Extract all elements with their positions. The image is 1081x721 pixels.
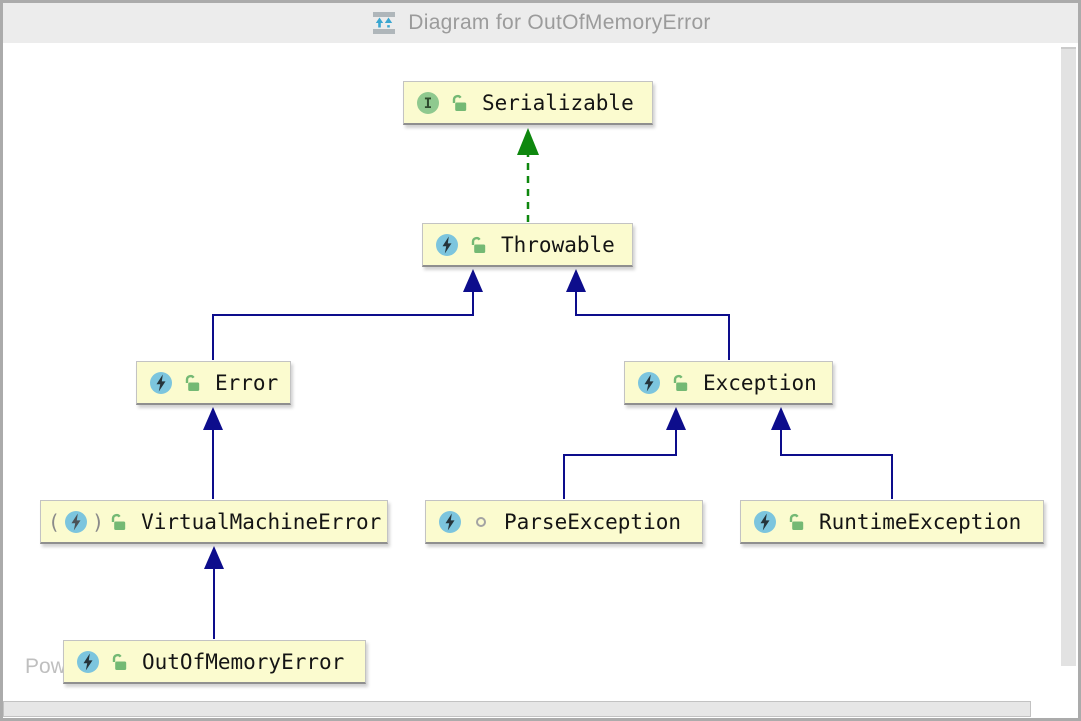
node-runtime-exception[interactable]: RuntimeException (740, 500, 1044, 544)
horizontal-scrollbar-track[interactable] (3, 699, 1078, 718)
node-serializable[interactable]: I Serializable (403, 81, 653, 125)
node-label: Serializable (482, 90, 634, 115)
window-title: Diagram for OutOfMemoryError (408, 11, 711, 34)
package-private-icon (471, 512, 491, 532)
exception-class-icon (438, 510, 462, 534)
unlocked-icon (786, 512, 806, 532)
interface-icon: I (416, 91, 440, 115)
node-parse-exception[interactable]: ParseException (425, 500, 703, 544)
node-exception[interactable]: Exception (624, 361, 833, 405)
edge-virtualmachineerror-extends-error (203, 407, 223, 499)
abstract-exception-class-icon (64, 510, 88, 534)
abstract-marker-open: ( (48, 509, 61, 534)
exception-class-icon (637, 371, 661, 395)
edge-exception-extends-throwable (566, 269, 730, 360)
edge-runtimeexception-extends-exception (771, 407, 893, 499)
unlocked-icon (449, 93, 469, 113)
node-label: Error (215, 370, 279, 395)
node-label: Throwable (501, 232, 615, 257)
edge-error-extends-throwable (212, 269, 483, 360)
powered-by-watermark: Pow (25, 655, 66, 678)
node-label: ParseException (504, 509, 682, 534)
edge-throwable-implements-serializable (517, 128, 539, 222)
node-label: OutOfMemoryError (142, 649, 345, 674)
exception-class-icon (76, 650, 100, 674)
node-out-of-memory-error[interactable]: OutOfMemoryError (63, 640, 366, 684)
node-label: Exception (703, 370, 817, 395)
svg-text:I: I (424, 96, 432, 112)
exception-class-icon (753, 510, 777, 534)
unlocked-icon (109, 652, 129, 672)
node-error[interactable]: Error (136, 361, 291, 405)
node-throwable[interactable]: Throwable (422, 223, 633, 267)
edges-layer (203, 128, 893, 639)
node-label: VirtualMachineError (141, 509, 382, 534)
unlocked-icon (468, 235, 488, 255)
unlocked-icon (108, 512, 128, 532)
vertical-scrollbar-thumb[interactable] (1061, 47, 1076, 666)
exception-class-icon (149, 371, 173, 395)
diagram-scale-icon (370, 10, 398, 36)
unlocked-icon (670, 373, 690, 393)
edge-parseexception-extends-exception (563, 407, 686, 499)
edge-outofmemoryerror-extends-virtualmachineerror (204, 546, 224, 639)
node-virtual-machine-error[interactable]: ( ) VirtualMachineError (40, 500, 388, 544)
diagram-canvas[interactable]: Pow I Serializable (3, 43, 1059, 699)
node-label: RuntimeException (819, 509, 1022, 534)
unlocked-icon (182, 373, 202, 393)
vertical-scrollbar-track[interactable] (1059, 43, 1078, 699)
exception-class-icon (435, 233, 459, 257)
abstract-marker-close: ) (92, 509, 105, 534)
title-bar[interactable]: Diagram for OutOfMemoryError (3, 3, 1078, 43)
horizontal-scrollbar-thumb[interactable] (3, 701, 1031, 717)
